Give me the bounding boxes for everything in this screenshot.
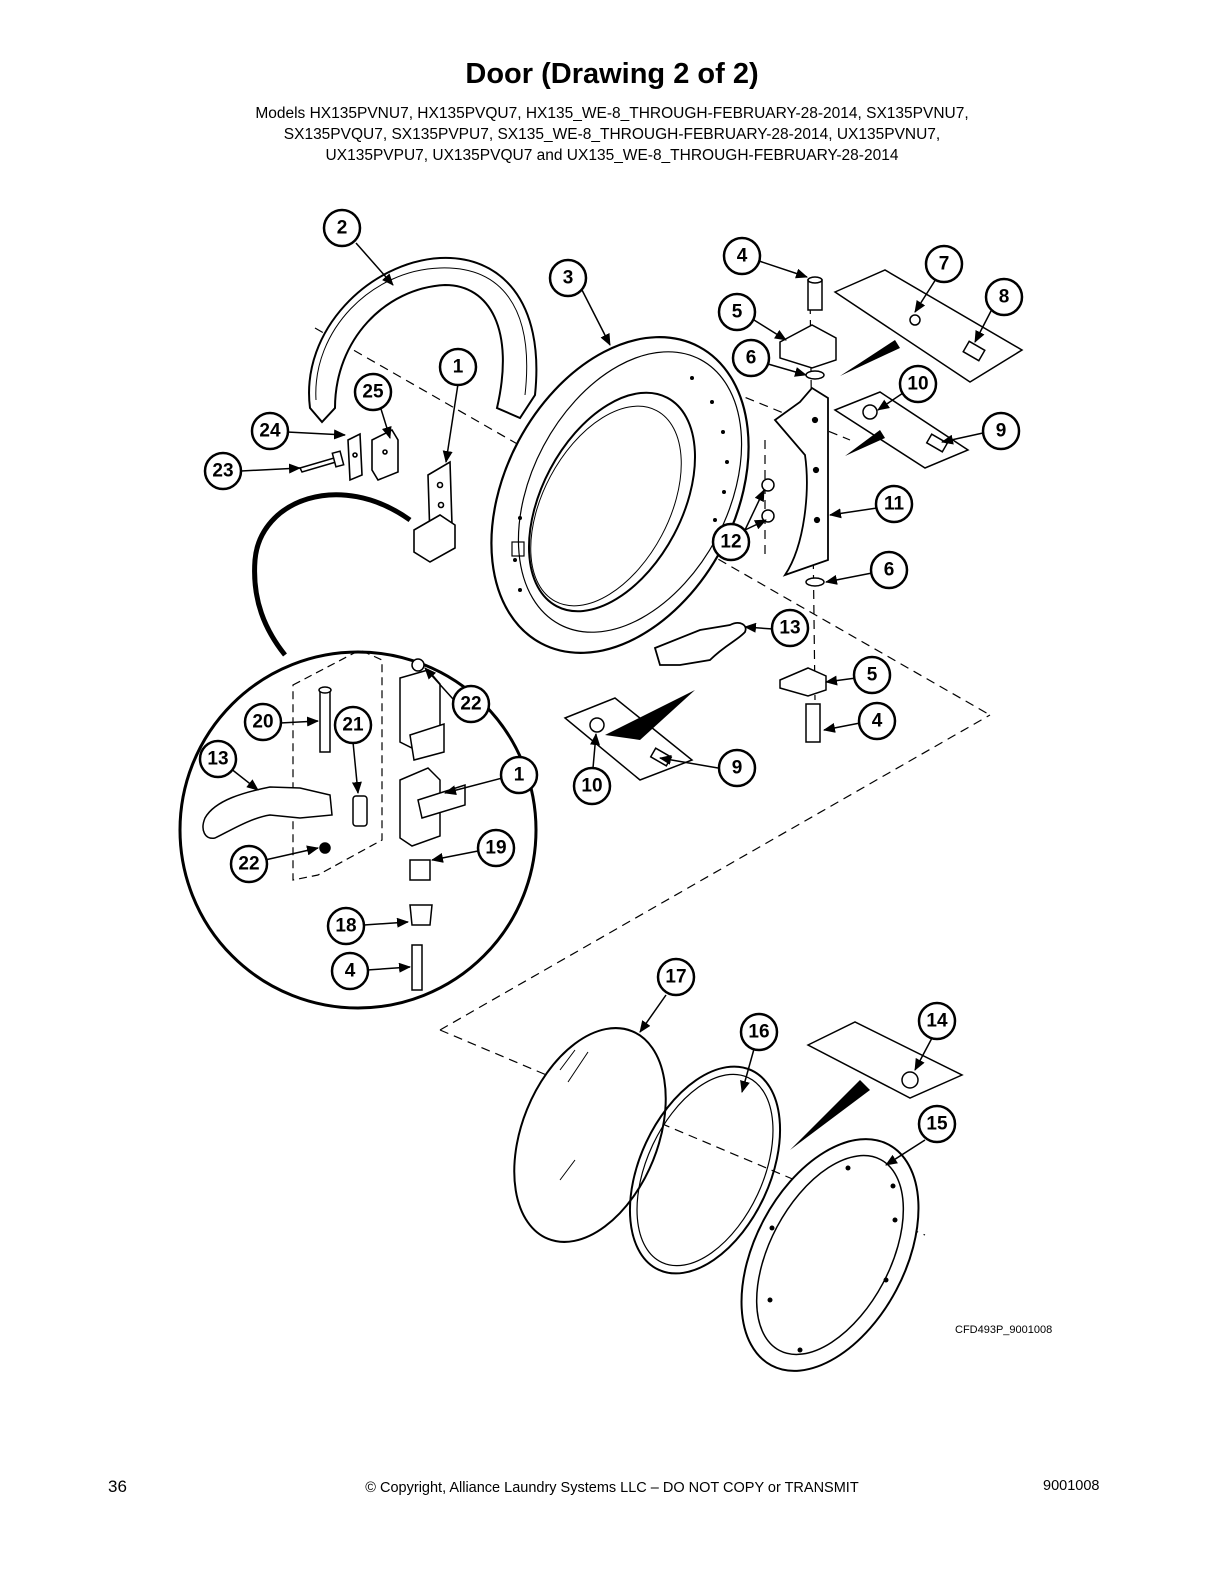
svg-text:10: 10 [907, 374, 928, 395]
detail-leader [252, 492, 412, 657]
latch-bracket [347, 428, 399, 482]
svg-text:25: 25 [362, 382, 384, 403]
screw-part [298, 450, 345, 473]
svg-text:14: 14 [926, 1011, 948, 1032]
callout-13: 13 [770, 608, 810, 648]
callout-22: 22 [451, 684, 491, 724]
top-hinge-parts [779, 276, 837, 380]
svg-text:11: 11 [884, 494, 905, 515]
callout-21: 21 [333, 705, 373, 745]
callout-3: 3 [548, 258, 588, 298]
svg-text:23: 23 [212, 461, 233, 482]
callout-10: 10 [572, 766, 612, 806]
callout-15: 15 [917, 1104, 957, 1144]
svg-text:13: 13 [779, 618, 800, 639]
svg-text:2: 2 [337, 218, 348, 239]
callout-5: 5 [852, 655, 892, 695]
door-gasket-arc [308, 256, 538, 424]
callout-4: 4 [722, 236, 762, 276]
svg-text:15: 15 [926, 1114, 948, 1135]
svg-text:5: 5 [867, 665, 878, 686]
callout-17: 17 [656, 957, 696, 997]
nut-parts [761, 478, 775, 523]
svg-text:19: 19 [485, 838, 506, 859]
callout-25: 25 [353, 372, 393, 412]
detail-circle [178, 650, 538, 1010]
svg-text:22: 22 [238, 854, 259, 875]
svg-text:20: 20 [252, 712, 273, 733]
model-line: Models HX135PVNU7, HX135PVQU7, HX135_WE-… [255, 105, 969, 122]
callout-leaders [229, 242, 992, 1166]
svg-text:13: 13 [207, 749, 228, 770]
door-glass [513, 1027, 667, 1243]
callout-16: 16 [739, 1012, 779, 1052]
hinge-plate [773, 386, 829, 577]
model-line: UX135PVPU7, UX135PVQU7 and UX135_WE-8_TH… [325, 147, 899, 164]
callout-6: 6 [869, 550, 909, 590]
svg-text:10: 10 [581, 776, 602, 797]
callout-23: 23 [203, 451, 243, 491]
svg-text:21: 21 [342, 715, 364, 736]
svg-text:17: 17 [665, 967, 686, 988]
svg-text:3: 3 [563, 268, 574, 289]
callout-5: 5 [717, 292, 757, 332]
callout-2: 2 [322, 208, 362, 248]
callout-4: 4 [857, 701, 897, 741]
svg-text:4: 4 [737, 246, 748, 267]
callout-18: 18 [326, 906, 366, 946]
drawing-code: CFD493P_9001008 [955, 1324, 1053, 1336]
callout-11: 11 [874, 484, 914, 524]
door-handle [653, 622, 747, 666]
callout-8: 8 [984, 277, 1024, 317]
svg-text:9: 9 [732, 758, 743, 779]
callout-4: 4 [330, 951, 370, 991]
svg-text:5: 5 [732, 302, 743, 323]
callout-12: 12 [711, 522, 751, 562]
svg-text:9: 9 [996, 421, 1007, 442]
callout-24: 24 [250, 411, 290, 451]
svg-text:16: 16 [748, 1022, 769, 1043]
svg-text:8: 8 [999, 287, 1010, 308]
svg-text:24: 24 [259, 421, 281, 442]
callout-7: 7 [924, 244, 964, 284]
callout-9: 9 [717, 748, 757, 788]
svg-text:1: 1 [514, 765, 525, 786]
callout-6: 6 [731, 338, 771, 378]
svg-text:4: 4 [872, 711, 883, 732]
svg-text:12: 12 [720, 532, 741, 553]
callout-10: 10 [898, 364, 938, 404]
callout-1: 1 [499, 755, 539, 795]
callout-13: 13 [198, 739, 238, 779]
clamp-ring [740, 1138, 920, 1372]
model-list: Models HX135PVNU7, HX135PVQU7, HX135_WE-… [0, 103, 1224, 166]
svg-text:1: 1 [453, 357, 464, 378]
copyright-notice: © Copyright, Alliance Laundry Systems LL… [365, 1480, 859, 1496]
svg-text:6: 6 [746, 348, 757, 369]
hinge-bracket [413, 460, 456, 563]
glass-seal-ring [628, 1065, 782, 1275]
callout-1: 1 [438, 347, 478, 387]
page-title: Door (Drawing 2 of 2) [465, 58, 759, 90]
svg-text:7: 7 [939, 254, 950, 275]
svg-text:18: 18 [335, 916, 356, 937]
callout-20: 20 [243, 702, 283, 742]
callout-22: 22 [229, 844, 269, 884]
callout-9: 9 [981, 411, 1021, 451]
page-number: 36 [108, 1477, 127, 1496]
model-line: SX135PVQU7, SX135PVPU7, SX135_WE-8_THROU… [283, 126, 941, 143]
callout-19: 19 [476, 828, 516, 868]
callout-14: 14 [917, 1001, 957, 1041]
panel-pointers [605, 340, 900, 1150]
svg-text:6: 6 [884, 560, 895, 581]
svg-text:4: 4 [345, 961, 356, 982]
bottom-hinge-parts [779, 577, 827, 743]
document-number: 9001008 [1043, 1478, 1100, 1494]
svg-text:22: 22 [460, 694, 481, 715]
